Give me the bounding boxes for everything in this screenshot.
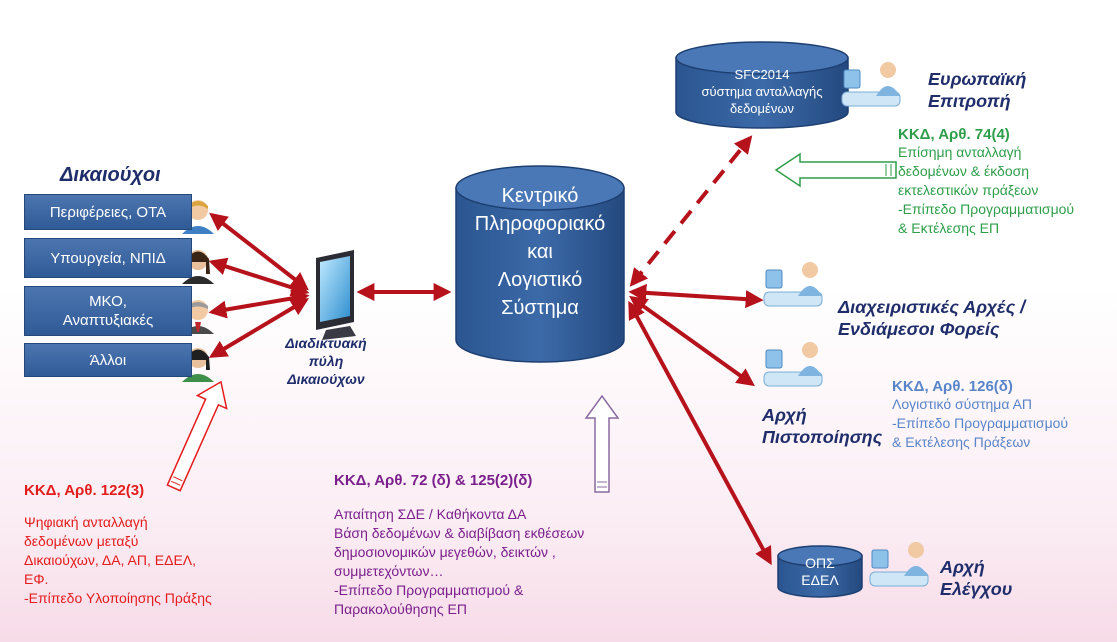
note-line: -Επίπεδο Υλοποίησης Πράξης (24, 590, 212, 606)
workstation-icon-managing (763, 262, 823, 307)
beneficiaries-heading: Δικαιούχοι (60, 164, 161, 186)
person-icon-4 (182, 348, 214, 382)
beneficiary-box-others: Άλλοι (24, 343, 192, 377)
note-line: & Εκτέλεσης Πράξεων (892, 434, 1031, 450)
note-line: δημοσιονομικών μεγεθών, δεικτών , (334, 544, 556, 560)
ops-cylinder (777, 545, 863, 598)
certifying-authority-label: Αρχή Πιστοποίησης (762, 405, 883, 447)
note-line: Βάση δεδομένων & διαβίβαση εκθέσεων (334, 525, 585, 541)
central-system-label: Κεντρικό Πληροφοριακό και Λογιστικό Σύστ… (474, 185, 606, 319)
person-icon-1 (182, 200, 214, 234)
european-commission-label: Ευρωπαϊκή Επιτροπή (928, 69, 1027, 111)
note-line: δεδομένων & έκδοση (898, 163, 1030, 179)
note-line: Απαίτηση ΣΔΕ / Καθήκοντα ΔΑ (334, 506, 527, 522)
beneficiary-box-regions: Περιφέρειες, ΟΤΑ (24, 194, 192, 230)
note-art126: ΚΚΔ, Αρθ. 126(δ) Λογιστικό σύστημα ΑΠ -Ε… (892, 378, 1068, 452)
note-art126-title: ΚΚΔ, Αρθ. 126(δ) (892, 378, 1013, 395)
arrow-ben2-portal (208, 257, 310, 297)
note-line: συμμετεχόντων… (334, 563, 444, 579)
note-line: Ψηφιακή ανταλλαγή (24, 514, 148, 530)
note-line: Παρακολούθησης ΕΠ (334, 601, 467, 617)
note-art122-title: ΚΚΔ, Αρθ. 122(3) (24, 482, 145, 499)
hollow-arrow-beneficiaries (166, 380, 228, 492)
person-icon-2 (182, 250, 214, 284)
audit-authority-label: Αρχή Ελέγχου (940, 557, 1013, 599)
note-line: δεδομένων μεταξύ (24, 533, 139, 549)
note-line: -Επίπεδο Προγραμματισμού (898, 201, 1075, 217)
note-art72: ΚΚΔ, Αρθ. 72 (δ) & 125(2)(δ) Απαίτηση ΣΔ… (334, 472, 584, 619)
arrow-central-sfc-dashed (629, 135, 753, 287)
note-art122: ΚΚΔ, Αρθ. 122(3) Ψηφιακή ανταλλαγή δεδομ… (24, 482, 212, 608)
arrow-ben4-portal (208, 298, 310, 358)
managing-authorities-label: Διαχειριστικές Αρχές / Ενδιάμεσοι Φορείς (838, 297, 1026, 339)
arrow-central-ops (628, 300, 772, 566)
note-line: ΕΦ. (24, 571, 49, 587)
portal-label: Διαδικτυακή πύλη Δικαιούχων (285, 335, 367, 387)
hollow-arrow-central (584, 394, 620, 493)
workstation-icon-audit (869, 542, 929, 587)
beneficiary-box-ministries: Υπουργεία, ΝΠΙΔ (24, 238, 192, 278)
note-art74: ΚΚΔ, Αρθ. 74(4) Επίσημη ανταλλαγή δεδομέ… (898, 126, 1074, 238)
note-line: Λογιστικό σύστημα ΑΠ (892, 396, 1033, 412)
note-art74-title: ΚΚΔ, Αρθ. 74(4) (898, 126, 1010, 143)
workstation-icon-certifying (763, 342, 823, 387)
note-line: Επίσημη ανταλλαγή (898, 144, 1022, 160)
note-art72-title: ΚΚΔ, Αρθ. 72 (δ) & 125(2)(δ) (334, 472, 533, 489)
note-line: & Εκτέλεσης ΕΠ (898, 220, 1000, 236)
sfc-cylinder (675, 41, 849, 129)
workstation-icon-commission (841, 62, 901, 107)
ops-label: ΟΠΣ ΕΔΕΛ (801, 555, 839, 588)
note-line: -Επίπεδο Προγραμματισμού & (334, 582, 524, 598)
sfc-label: SFC2014 σύστημα ανταλλαγής δεδομένων (701, 67, 823, 116)
central-system-cylinder (455, 165, 625, 363)
arrow-central-managing (628, 283, 764, 309)
note-line: Δικαιούχων, ΔΑ, ΑΠ, ΕΔΕΛ, (24, 552, 197, 568)
beneficiary-box-ngos: ΜΚΟ, Αναπτυξιακές (24, 286, 192, 336)
note-line: -Επίπεδο Προγραμματισμού (892, 415, 1069, 431)
note-line: εκτελεστικών πράξεων (898, 182, 1039, 198)
computer-icon (316, 250, 356, 340)
hollow-arrow-commission (774, 152, 897, 188)
